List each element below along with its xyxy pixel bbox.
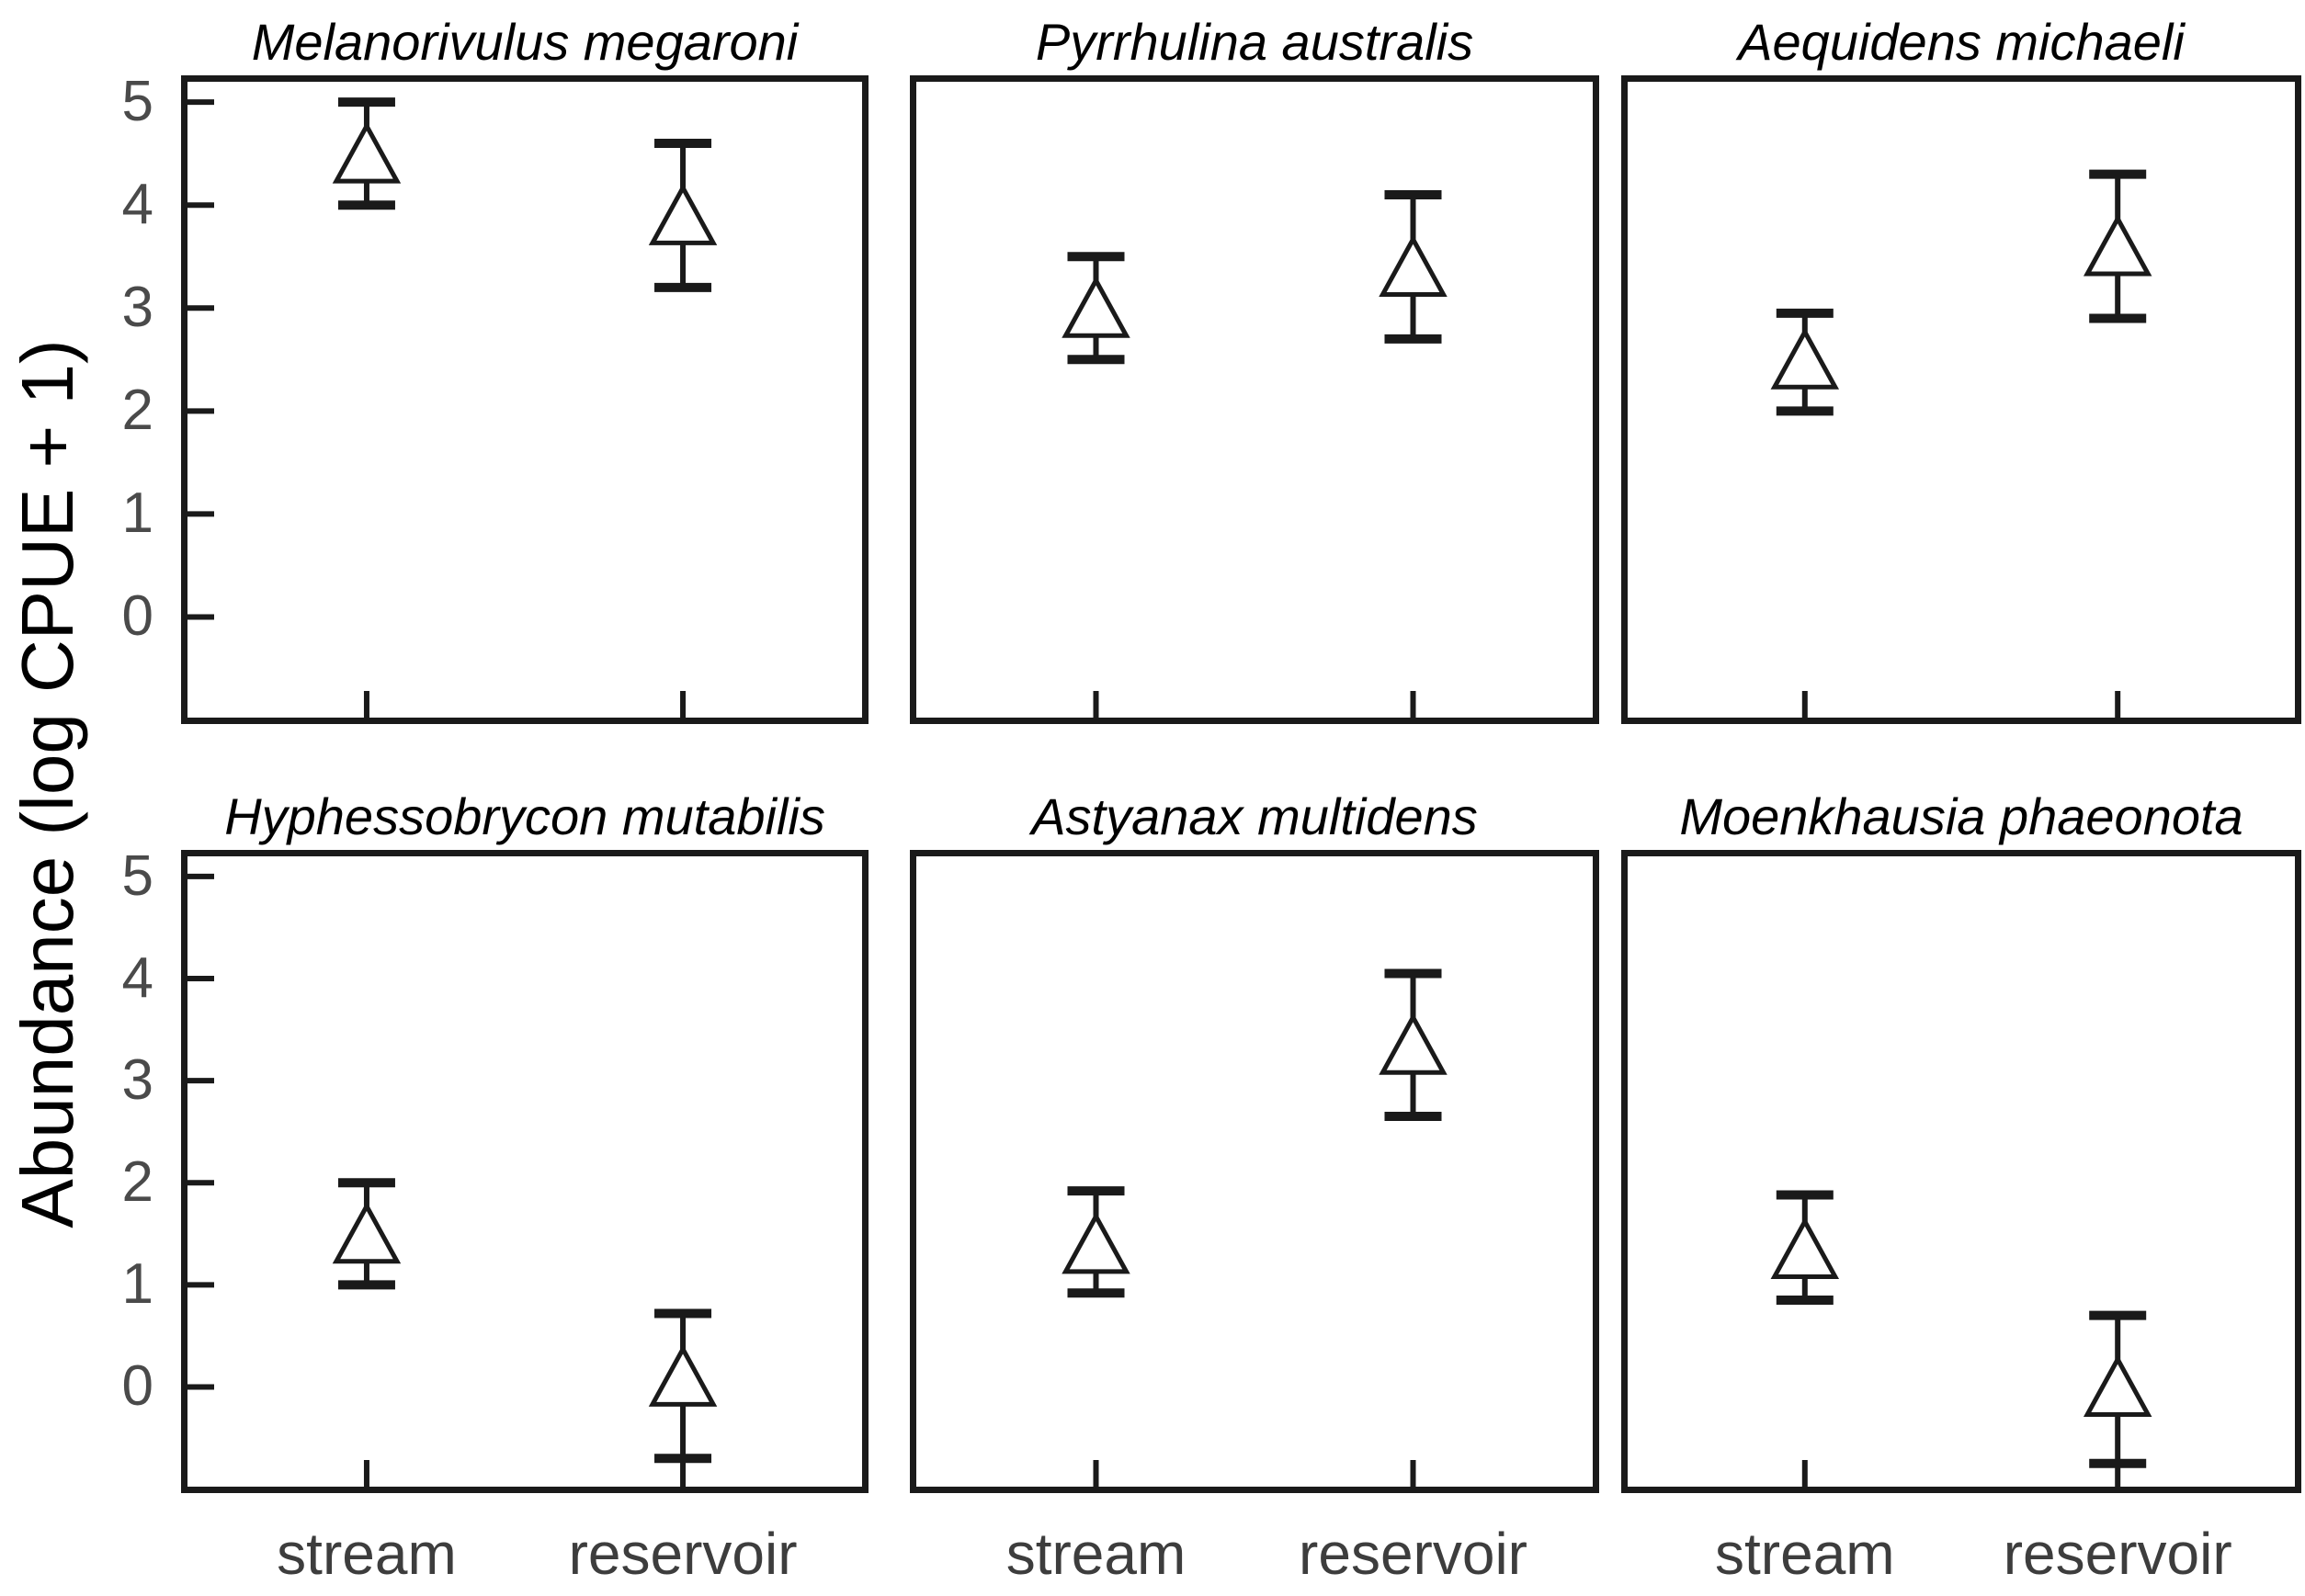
- panel-border: [1621, 850, 2301, 1493]
- panel-border: [181, 75, 869, 724]
- triangle-marker: [2083, 213, 2152, 277]
- y-tick-label: 5: [121, 70, 153, 134]
- triangle-marker: [1379, 1013, 1448, 1075]
- panel-plot: [1621, 850, 2301, 1493]
- panel-plot: [910, 850, 1599, 1493]
- panel-title: Moenkhausia phaeonota: [1679, 787, 2243, 845]
- y-tick-label: 4: [121, 173, 153, 237]
- x-category-label: reservoir: [1299, 1521, 1527, 1587]
- x-category-label: stream: [277, 1521, 457, 1587]
- triangle-marker: [648, 183, 718, 245]
- panel-plot: [1621, 75, 2301, 724]
- triangle-marker: [1062, 1211, 1130, 1274]
- y-tick-label: 1: [121, 481, 153, 546]
- y-tick-label: 3: [121, 276, 153, 340]
- triangle-marker: [1379, 234, 1448, 297]
- triangle-marker: [648, 1344, 718, 1407]
- triangle-marker: [332, 1201, 402, 1264]
- panel-border: [181, 850, 869, 1493]
- y-tick-label: 1: [121, 1252, 153, 1317]
- panel-title: Melanorivulus megaroni: [251, 13, 799, 71]
- panel-title: Aequidens michaeli: [1738, 13, 2185, 71]
- triangle-marker: [1770, 1217, 1840, 1279]
- panel-plot: [181, 75, 869, 724]
- triangle-marker: [332, 120, 402, 184]
- y-tick-label: 0: [121, 584, 153, 649]
- x-category-label: reservoir: [568, 1521, 798, 1587]
- y-tick-label: 0: [121, 1354, 153, 1419]
- triangle-marker: [1062, 276, 1130, 338]
- panel-border: [910, 850, 1599, 1493]
- panel-plot: [181, 850, 869, 1493]
- panel-title: Hyphessobrycon mutabilis: [224, 787, 825, 845]
- x-category-label: stream: [1715, 1521, 1895, 1587]
- y-tick-label: 3: [121, 1048, 153, 1113]
- y-tick-label: 4: [121, 946, 153, 1010]
- panel-pyrrhulina-australis: Pyrrhulina australis: [910, 15, 1599, 724]
- panel-hyphessobrycon-mutabilis: Hyphessobrycon mutabilis: [181, 789, 869, 1493]
- panel-aequidens-michaeli: Aequidens michaeli: [1621, 15, 2301, 724]
- triangle-marker: [1770, 327, 1840, 390]
- panel-moenkhausia-phaeonota: Moenkhausia phaeonota: [1621, 789, 2301, 1493]
- panel-border: [1621, 75, 2301, 724]
- x-category-label: stream: [1005, 1521, 1187, 1587]
- y-tick-label: 5: [121, 843, 153, 908]
- y-tick-label: 2: [121, 1150, 153, 1215]
- triangle-marker: [2083, 1354, 2152, 1417]
- panel-border: [910, 75, 1599, 724]
- panel-title: Astyanax multidens: [1031, 787, 1478, 845]
- x-category-label: reservoir: [2003, 1521, 2232, 1587]
- panel-astyanax-multidens: Astyanax multidens: [910, 789, 1599, 1493]
- panel-title: Pyrrhulina australis: [1035, 13, 1474, 71]
- panel-plot: [910, 75, 1599, 724]
- panel-melanorivulus-megaroni: Melanorivulus megaroni: [181, 15, 869, 724]
- y-tick-label: 2: [121, 379, 153, 443]
